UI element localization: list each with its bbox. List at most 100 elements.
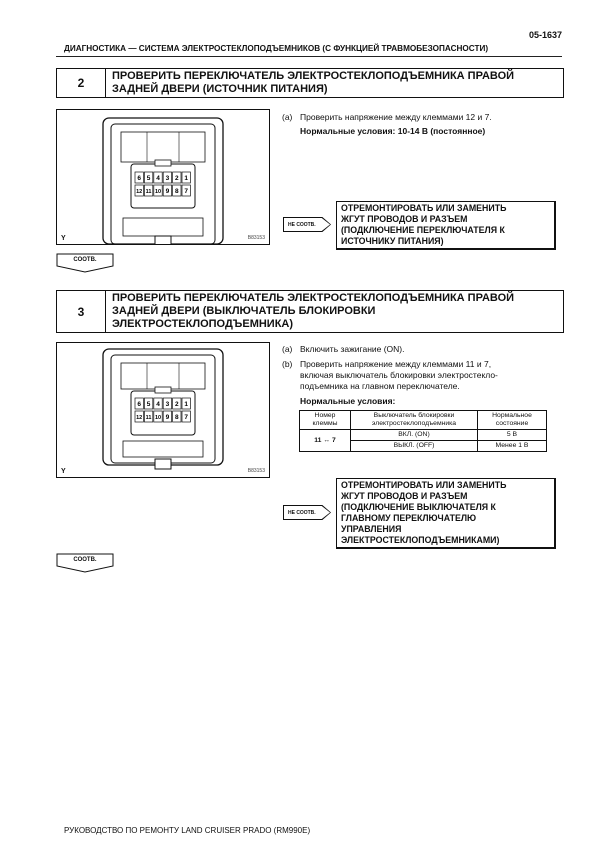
connector-pin-number: 11: [146, 189, 152, 195]
connector-pin-number: 3: [166, 175, 170, 182]
table-cell: Менее 1 В: [477, 440, 547, 452]
ng-tag-label: НЕ СООТВ.: [284, 506, 330, 519]
figure-corner-label: Y: [61, 468, 66, 475]
instruction-line: (a)Включить зажигание (ON).: [282, 344, 405, 354]
connector-pin-cell: [181, 184, 191, 197]
connector-pin-number: 8: [175, 414, 179, 421]
connector-pin-cell: [162, 184, 172, 197]
connector-pin-number: 9: [166, 188, 170, 195]
table-cell: ВЫКЛ. (OFF): [350, 440, 478, 452]
ng-action-line: ЖГУТ ПРОВОДОВ И РАЗЪЕМ: [341, 214, 468, 224]
connector-pin-cell: [134, 184, 144, 197]
step-title: ПРОВЕРИТЬ ПЕРЕКЛЮЧАТЕЛЬ ЭЛЕКТРОСТЕКЛОПОД…: [106, 291, 563, 332]
normal-conditions-table: Номер клеммы Выключатель блокировки элек…: [299, 410, 547, 452]
connector-pin-number: 11: [146, 415, 152, 421]
connector-pin-cell: [172, 171, 182, 184]
connector-pin-number: 2: [175, 401, 179, 408]
connector-pin-cell: [144, 410, 154, 423]
table-header-cell: Номер клеммы: [299, 410, 351, 430]
connector-pin-cell: [144, 171, 154, 184]
step-title-line: ЗАДНЕЙ ДВЕРИ (ИСТОЧНИК ПИТАНИЯ): [112, 83, 328, 95]
connector-pin-number: 5: [147, 175, 151, 182]
connector-pin-number: 3: [166, 401, 170, 408]
connector-pin-number: 10: [155, 189, 161, 195]
ng-action-box: ОТРЕМОНТИРОВАТЬ ИЛИ ЗАМЕНИТЬ ЖГУТ ПРОВОД…: [336, 478, 556, 549]
connector-pin-number: 1: [184, 401, 188, 408]
ok-tag-label: СООТВ.: [73, 257, 97, 263]
ng-action-line: ЭЛЕКТРОСТЕКЛОПОДЪЕМНИКАМИ): [341, 535, 500, 545]
connector-pin-number: 8: [175, 188, 179, 195]
connector-pin-cell: [181, 171, 191, 184]
connector-pin-number: 12: [136, 189, 142, 195]
ng-action-line: ИСТОЧНИКУ ПИТАНИЯ): [341, 236, 444, 246]
connector-pin-cell: [181, 397, 191, 410]
normal-conditions-label: Нормальные условия:: [300, 396, 396, 406]
ng-action-line: ЖГУТ ПРОВОДОВ И РАЗЪЕМ: [341, 491, 468, 501]
connector-pin-cell: [144, 397, 154, 410]
step-number: 2: [57, 69, 106, 97]
connector-pin-cell: [172, 397, 182, 410]
header-divider: [56, 56, 562, 57]
figure-corner-label: Y: [61, 235, 66, 242]
ng-action-line: ГЛАВНОМУ ПЕРЕКЛЮЧАТЕЛЮ: [341, 513, 477, 523]
section-header: ДИАГНОСТИКА — СИСТЕМА ЭЛЕКТРОСТЕКЛОПОДЪЕ…: [64, 44, 489, 53]
terminal-cell: 11 ↔ 7: [299, 429, 351, 452]
step-number: 3: [57, 291, 106, 332]
instruction-line: (a)Проверить напряжение между клеммами 1…: [282, 112, 492, 122]
step-2-instructions: (a)Проверить напряжение между клеммами 1…: [282, 112, 492, 137]
step-title-line: ПРОВЕРИТЬ ПЕРЕКЛЮЧАТЕЛЬ ЭЛЕКТРОСТЕКЛОПОД…: [112, 292, 515, 304]
connector-pin-number: 5: [147, 401, 151, 408]
connector-pin-number: 1: [184, 175, 188, 182]
ok-tag-shape: [56, 253, 114, 273]
normal-conditions-line: Нормальные условия: 10-14 В (постоянное): [300, 126, 486, 136]
ng-action-line: ОТРЕМОНТИРОВАТЬ ИЛИ ЗАМЕНИТЬ: [341, 480, 507, 490]
table-header-cell: Нормальное состояние: [477, 410, 547, 430]
connector-pin-cell: [134, 410, 144, 423]
figure-code: B83153: [247, 468, 265, 474]
connector-pin-cell: [162, 397, 172, 410]
ok-arrow-tag: СООТВ.: [56, 253, 114, 273]
table-cell: 5 В: [477, 429, 547, 441]
step-title-line: ПРОВЕРИТЬ ПЕРЕКЛЮЧАТЕЛЬ ЭЛЕКТРОСТЕКЛОПОД…: [112, 70, 515, 82]
connector-pin-cell: [144, 184, 154, 197]
connector-pin-number: 7: [184, 414, 188, 421]
page-number: 05-1637: [528, 30, 562, 40]
connector-pin-cell: [134, 171, 144, 184]
ng-action-line: (ПОДКЛЮЧЕНИЕ ВЫКЛЮЧАТЕЛЯ К: [341, 502, 496, 512]
connector-pin-cell: [162, 410, 172, 423]
connector-pin-number: 10: [155, 415, 161, 421]
connector-pin-number: 4: [156, 401, 160, 408]
connector-pin-cell: [153, 184, 163, 197]
ng-action-line: УПРАВЛЕНИЯ: [341, 524, 402, 534]
connector-pin-cell: [172, 410, 182, 423]
table-header-cell: Выключатель блокировки электростеклоподъ…: [350, 410, 478, 430]
step-title-line: ЭЛЕКТРОСТЕКЛОПОДЪЕМНИКА): [112, 318, 294, 330]
ok-tag-label: СООТВ.: [73, 557, 97, 563]
instruction-line: (b)Проверить напряжение между клеммами 1…: [282, 359, 492, 369]
step-3-header: 3 ПРОВЕРИТЬ ПЕРЕКЛЮЧАТЕЛЬ ЭЛЕКТРОСТЕКЛОП…: [56, 290, 564, 333]
connector-pin-cell: [172, 184, 182, 197]
connector-pin-number: 6: [137, 401, 141, 408]
ok-tag-shape: [56, 553, 114, 573]
connector-pin-cell: [181, 410, 191, 423]
table-header-row: Номер клеммы Выключатель блокировки элек…: [299, 410, 547, 430]
ok-arrow-tag: СООТВ.: [56, 553, 114, 573]
connector-pin-number: 7: [184, 188, 188, 195]
table-row: 11 ↔ 7 ВКЛ. (ON) 5 В: [299, 429, 547, 452]
connector-pin-number: 9: [166, 414, 170, 421]
ng-tag-label: НЕ СООТВ.: [284, 218, 330, 231]
connector-pin-cell: [162, 171, 172, 184]
connector-pin-cell: [153, 410, 163, 423]
connector-pin-cell: [153, 171, 163, 184]
table-cell: ВКЛ. (ON): [350, 429, 478, 441]
connector-pin-number: 12: [136, 415, 142, 421]
step-title-line: ЗАДНЕЙ ДВЕРИ (ВЫКЛЮЧАТЕЛЬ БЛОКИРОВКИ: [112, 305, 376, 317]
table-row: ВЫКЛ. (OFF) Менее 1 В: [300, 440, 547, 452]
connector-pin-cell: [153, 397, 163, 410]
figure-code: B83153: [247, 235, 265, 241]
instruction-line: включая выключатель блокировки электрост…: [300, 370, 498, 380]
